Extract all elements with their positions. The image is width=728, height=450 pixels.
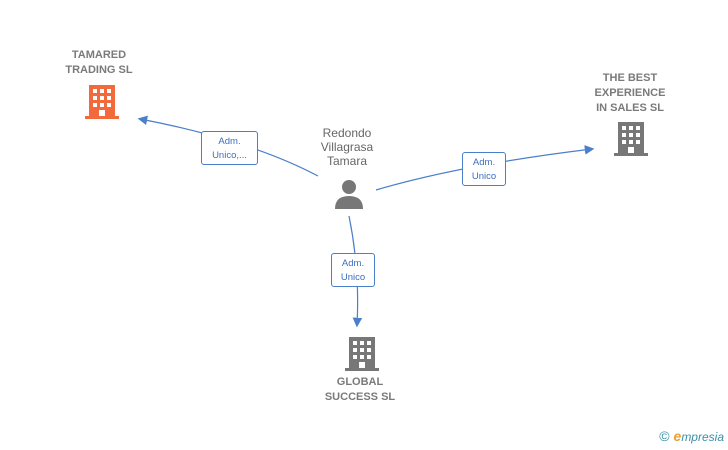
edge-label-best[interactable]: Adm. Unico [462, 152, 506, 186]
person-icon[interactable] [333, 178, 365, 210]
brand-name: mpresia [681, 430, 724, 444]
company-label-tamared[interactable]: TAMARED TRADING SL [48, 48, 150, 78]
edge-label-global[interactable]: Adm. Unico [331, 253, 375, 287]
company-label-line: GLOBAL [336, 376, 384, 388]
building-icon[interactable] [614, 120, 648, 156]
edge-label-line: Unico [340, 272, 366, 283]
person-name-line: Redondo [322, 126, 372, 140]
edge-label-tamared[interactable]: Adm. Unico,... [201, 131, 258, 165]
brand-initial: e [673, 428, 682, 444]
person-label[interactable]: Redondo Villagrasa Tamara [299, 126, 395, 168]
edge-label-line: Unico,... [212, 150, 247, 161]
edge-label-line: Adm. [341, 258, 365, 269]
company-label-line: SUCCESS SL [324, 391, 396, 403]
person-name-line: Villagrasa [320, 140, 374, 154]
company-label-line: IN SALES SL [596, 102, 664, 114]
company-label-line: EXPERIENCE [594, 87, 666, 99]
company-label-global[interactable]: GLOBAL SUCCESS SL [310, 375, 410, 405]
building-icon[interactable] [85, 83, 119, 119]
building-icon[interactable] [345, 335, 379, 371]
person-name-line: Tamara [326, 154, 367, 168]
company-label-line: TAMARED [71, 49, 127, 61]
edge-label-line: Adm. [218, 136, 241, 147]
copyright-symbol: © [659, 428, 670, 444]
company-label-best[interactable]: THE BEST EXPERIENCE IN SALES SL [580, 71, 680, 116]
brand-logo: ©empresia [659, 428, 724, 444]
company-label-line: THE BEST [602, 72, 658, 84]
edge-label-line: Unico [471, 171, 497, 182]
company-label-line: TRADING SL [65, 64, 133, 76]
edge-label-line: Adm. [472, 157, 496, 168]
